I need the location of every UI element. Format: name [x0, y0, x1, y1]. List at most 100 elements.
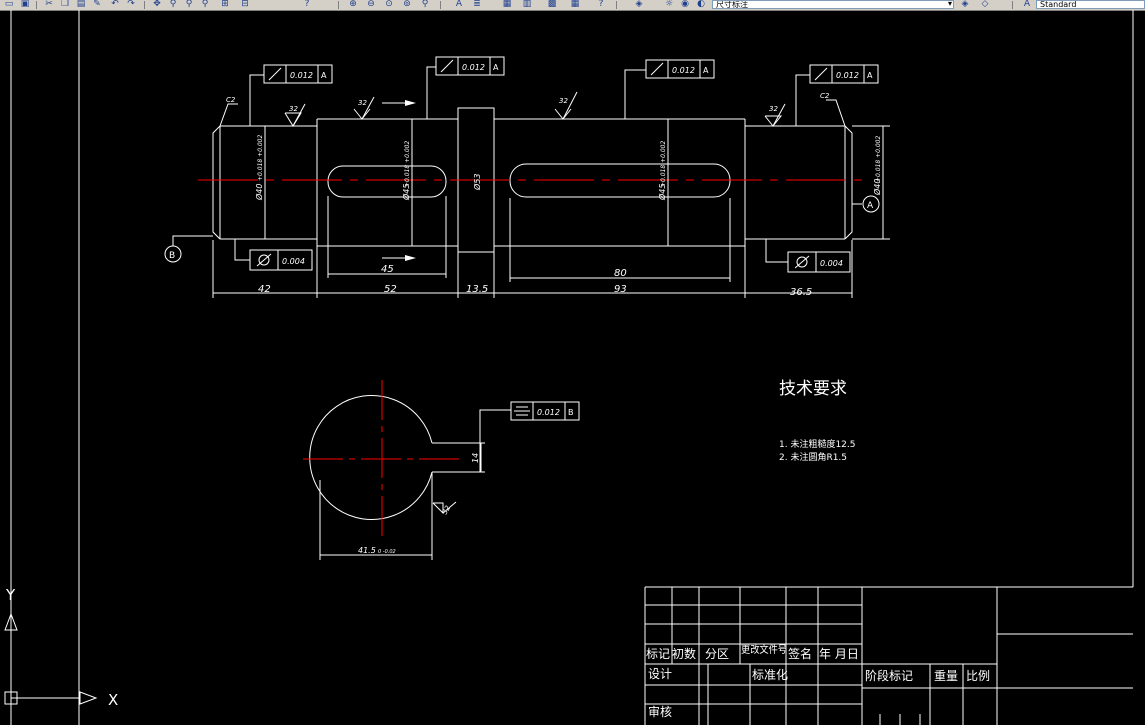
- magnifier-icon[interactable]: ⚲: [421, 0, 429, 9]
- text-edit-icon[interactable]: A: [455, 0, 463, 9]
- properties-icon[interactable]: ⊞: [221, 0, 229, 9]
- zoom-realtime-icon[interactable]: ⚲: [169, 0, 177, 9]
- layer-freeze-icon[interactable]: ◉: [681, 0, 689, 9]
- cylindricity-icon: [258, 254, 270, 266]
- runout-icon: [814, 67, 828, 81]
- roughness-1: 32: [289, 105, 298, 113]
- dim-d40-left: Ø40: [254, 184, 264, 201]
- symmetry-value: 0.012: [537, 408, 560, 417]
- datum-ref-1: A: [321, 71, 327, 80]
- layer-lock-icon[interactable]: ◐: [697, 0, 705, 9]
- redo-icon[interactable]: ↷: [127, 0, 135, 9]
- toolbar-separator: [440, 1, 441, 9]
- datum-marker-a: A: [852, 195, 880, 213]
- paste-icon[interactable]: ▤: [76, 0, 86, 9]
- dim-d40-left-tol: +0.018 +0.002: [257, 135, 264, 181]
- tb-change-doc: 更改文件号: [741, 643, 787, 656]
- pan-icon[interactable]: ✥: [153, 0, 161, 9]
- cylindricity-value-2: 0.004: [820, 259, 843, 268]
- tb-review: 审核: [648, 704, 672, 719]
- roughness-5: 32: [441, 504, 453, 516]
- runout-value-3: 0.012: [672, 66, 695, 75]
- notes-line-2: 2. 未注圆角R1.5: [779, 451, 847, 463]
- grid-icon[interactable]: ▦: [570, 0, 580, 9]
- ucs-y-label: Y: [5, 586, 16, 604]
- datum-b-label: B: [169, 251, 175, 261]
- runout-tolerance-3: 0.012 A: [624, 59, 715, 119]
- undo-icon[interactable]: ↶: [111, 0, 119, 9]
- tb-scale: 比例: [966, 669, 990, 683]
- technical-requirements: 技术要求 1. 未注粗糙度12.5 2. 未注圆角R1.5: [779, 379, 856, 463]
- layer-tool-icon[interactable]: ≣: [473, 0, 481, 9]
- dim-d40-right: Ø40: [872, 179, 882, 196]
- layer-dropdown[interactable]: 尺寸标注 ▾: [712, 0, 954, 9]
- layer-on-icon[interactable]: ☼: [664, 0, 674, 9]
- drawing-svg: 42 52 13.5 93 36.5 45 80 Ø40 +0.018 +0.0…: [4, 10, 1134, 725]
- text-style-icon[interactable]: A: [1023, 0, 1031, 9]
- help-circle-icon[interactable]: ?: [598, 0, 604, 9]
- drawing-canvas[interactable]: 42 52 13.5 93 36.5 45 80 Ø40 +0.018 +0.0…: [0, 10, 1145, 725]
- datum-ref-4: A: [867, 71, 873, 80]
- runout-value-1: 0.012: [290, 71, 313, 80]
- runout-tolerance-4: 0.012 A: [795, 64, 879, 126]
- layer-manager-icon[interactable]: ◈: [635, 0, 643, 9]
- dim-d45-right: Ø45: [657, 184, 667, 201]
- runout-value-4: 0.012: [836, 71, 859, 80]
- block-icon[interactable]: ▦: [502, 0, 512, 9]
- cross-section-view: 0.012 B 14 41.5 0 -0.02: [303, 380, 580, 560]
- cylindricity-tolerance-1: 0.004: [234, 239, 313, 271]
- drawing-frame: [10, 10, 1134, 725]
- tb-weight: 重量: [934, 669, 958, 683]
- dim-42: 42: [258, 284, 271, 295]
- dim-d45-left: Ø45: [401, 184, 411, 201]
- cylindricity-tolerance-2: 0.004: [765, 239, 851, 273]
- text-style-dropdown[interactable]: Standard: [1036, 0, 1145, 9]
- dim-93: 93: [614, 284, 627, 295]
- dim-52: 52: [384, 284, 397, 295]
- notes-line-1: 1. 未注粗糙度12.5: [779, 438, 856, 450]
- chamfer-labels: C2 C2: [219, 92, 846, 127]
- design-center-icon[interactable]: ⊟: [241, 0, 249, 9]
- zoom-window-icon[interactable]: ⚲: [185, 0, 193, 9]
- zoom-extents-icon[interactable]: ⊚: [403, 0, 411, 9]
- table-icon[interactable]: ▥: [522, 0, 532, 9]
- roughness-symbols: 32 32 32 32 32: [284, 91, 786, 516]
- chamfer-left: C2: [226, 96, 236, 104]
- tb-signature: 签名: [788, 646, 812, 661]
- runout-icon: [268, 67, 282, 81]
- match-prop-icon[interactable]: ✎: [93, 0, 101, 9]
- toolbar-separator: [338, 1, 339, 9]
- zoom-previous-icon[interactable]: ⚲: [201, 0, 209, 9]
- datum-ref-3: A: [703, 66, 709, 75]
- datum-ref-b: B: [568, 408, 574, 417]
- dimension-lines: [212, 119, 890, 298]
- roughness-4: 32: [769, 105, 778, 113]
- toolbar-separator: [144, 1, 145, 9]
- dim-key-45: 45: [381, 264, 394, 275]
- runout-icon: [440, 59, 454, 73]
- cut-icon[interactable]: ✂: [45, 0, 53, 9]
- dim-36-5: 36.5: [790, 287, 812, 298]
- copy-icon[interactable]: ❐: [60, 0, 70, 9]
- help-icon[interactable]: ?: [304, 0, 310, 9]
- layer-previous-icon[interactable]: ◇: [981, 0, 989, 9]
- save-icon[interactable]: ▣: [20, 0, 30, 9]
- dim-d53: Ø53: [472, 174, 482, 191]
- new-icon[interactable]: ▭: [4, 0, 14, 9]
- dim-d45-right-tol: +0.018 +0.002: [660, 141, 667, 187]
- zoom-all-icon[interactable]: ⊙: [385, 0, 393, 9]
- make-current-icon[interactable]: ◈: [961, 0, 969, 9]
- dim-d40-right-tol: +0.018 +0.002: [875, 136, 882, 182]
- dim-d45-left-tol: +0.018 +0.002: [404, 141, 411, 187]
- datum-ref-2: A: [493, 63, 499, 72]
- text-style-name: Standard: [1040, 0, 1077, 9]
- zoom-out-icon[interactable]: ⊖: [367, 0, 375, 9]
- cylindricity-value-1: 0.004: [282, 257, 305, 266]
- chevron-down-icon: ▾: [947, 0, 952, 8]
- tb-zone: 分区: [705, 647, 729, 661]
- zoom-in-icon[interactable]: ⊕: [349, 0, 357, 9]
- calculator-icon[interactable]: ▩: [547, 0, 557, 9]
- tb-design: 设计: [648, 667, 672, 681]
- cylindricity-icon: [796, 256, 808, 268]
- roughness-2: 32: [358, 99, 367, 107]
